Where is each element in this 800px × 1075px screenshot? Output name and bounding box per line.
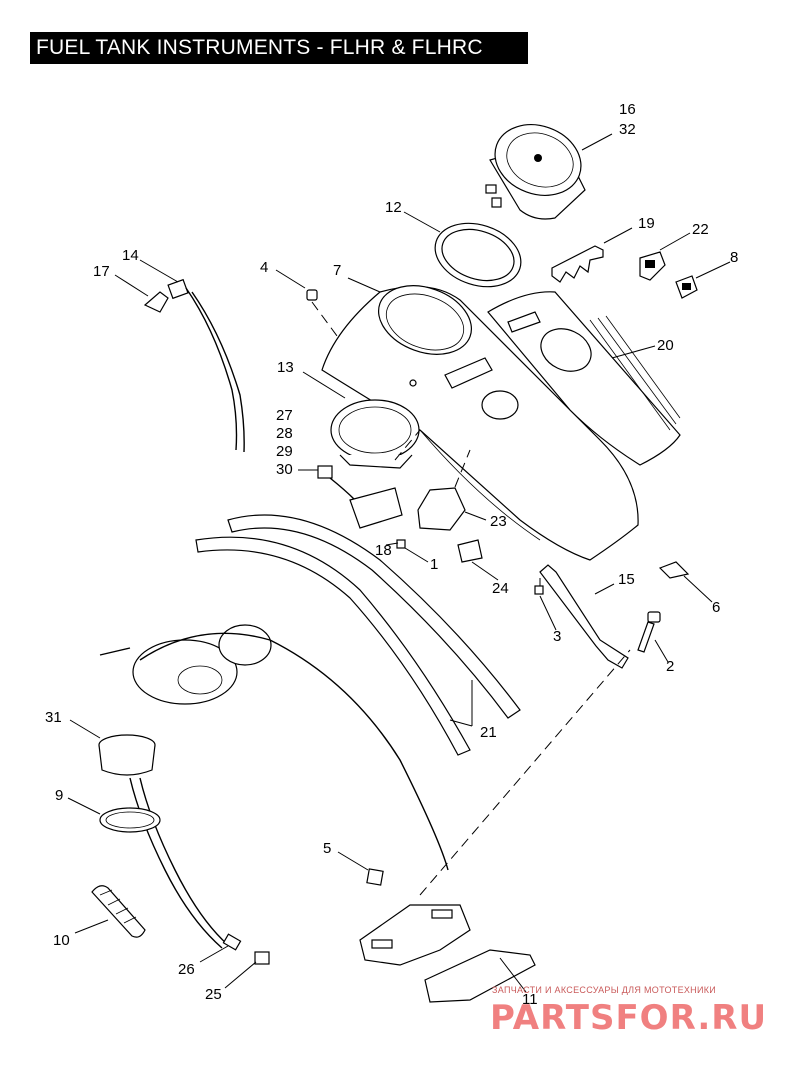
callout-1: 1	[430, 556, 438, 573]
callout-31: 31	[45, 709, 62, 726]
callout-16: 16	[619, 101, 636, 118]
retainer-clip-part	[457, 539, 483, 563]
speedometer-part	[485, 124, 586, 220]
nut-part	[366, 868, 384, 886]
indicator-part	[417, 449, 471, 531]
callout-15: 15	[618, 571, 635, 588]
callout-9: 9	[55, 787, 63, 804]
watermark-logo: PARTSFOR.RU	[490, 998, 768, 1038]
bracket-part	[539, 564, 629, 669]
callout-18: 18	[375, 542, 392, 559]
callout-21: 21	[480, 724, 497, 741]
cover-plate-part	[487, 291, 681, 466]
callout-27: 27	[276, 407, 293, 424]
harness-part	[317, 429, 421, 529]
callout-12: 12	[385, 199, 402, 216]
callout-8: 8	[730, 249, 738, 266]
callout-6: 6	[712, 599, 720, 616]
callout-17: 17	[93, 263, 110, 280]
screw-part	[306, 289, 341, 341]
diagram-title: FUEL TANK INSTRUMENTS - FLHR & FLHRC	[30, 32, 528, 64]
callout-14: 14	[122, 247, 139, 264]
callout-10: 10	[53, 932, 70, 949]
clip-part	[551, 245, 604, 283]
callout-3: 3	[553, 628, 561, 645]
watermark-subtitle: ЗАПЧАСТИ И АКСЕССУАРЫ ДЛЯ МОТОТЕХНИКИ	[492, 985, 717, 995]
callout-19: 19	[638, 215, 655, 232]
callout-22: 22	[692, 221, 709, 238]
callout-2: 2	[666, 658, 674, 675]
sensor-part	[143, 278, 245, 453]
button-part	[675, 275, 698, 299]
mount-clip-part	[658, 561, 690, 579]
bolt-part	[534, 585, 544, 595]
small-screw-part	[396, 539, 406, 549]
callout-labels: 16 32 12 19 22 8 14 17 4 7 20 13 27 28 2…	[45, 101, 738, 1008]
callout-32: 32	[619, 121, 636, 138]
long-bolt-part	[637, 611, 661, 653]
callout-4: 4	[260, 259, 268, 276]
callout-7: 7	[333, 262, 341, 279]
bezel-ring-part	[434, 222, 522, 288]
callout-26: 26	[178, 961, 195, 978]
callout-20: 20	[657, 337, 674, 354]
callout-28: 28	[276, 425, 293, 442]
callout-24: 24	[492, 580, 509, 597]
callout-5: 5	[323, 840, 331, 857]
sleeve-part	[91, 885, 146, 938]
callout-29: 29	[276, 443, 293, 460]
switch-part	[639, 251, 666, 281]
callout-30: 30	[276, 461, 293, 478]
callout-25: 25	[205, 986, 222, 1003]
callout-23: 23	[490, 513, 507, 530]
gasket-strips-part	[195, 514, 521, 756]
callout-13: 13	[277, 359, 294, 376]
mounting-ring-part	[330, 399, 420, 469]
gauge-part	[98, 734, 229, 949]
callout-11: 11	[522, 991, 538, 1008]
fuel-sender-part	[99, 624, 449, 871]
console-housing-part	[321, 285, 639, 561]
mounting-bracket-part	[359, 649, 631, 1003]
connector-part	[222, 933, 270, 965]
leader-lines	[67, 133, 731, 993]
